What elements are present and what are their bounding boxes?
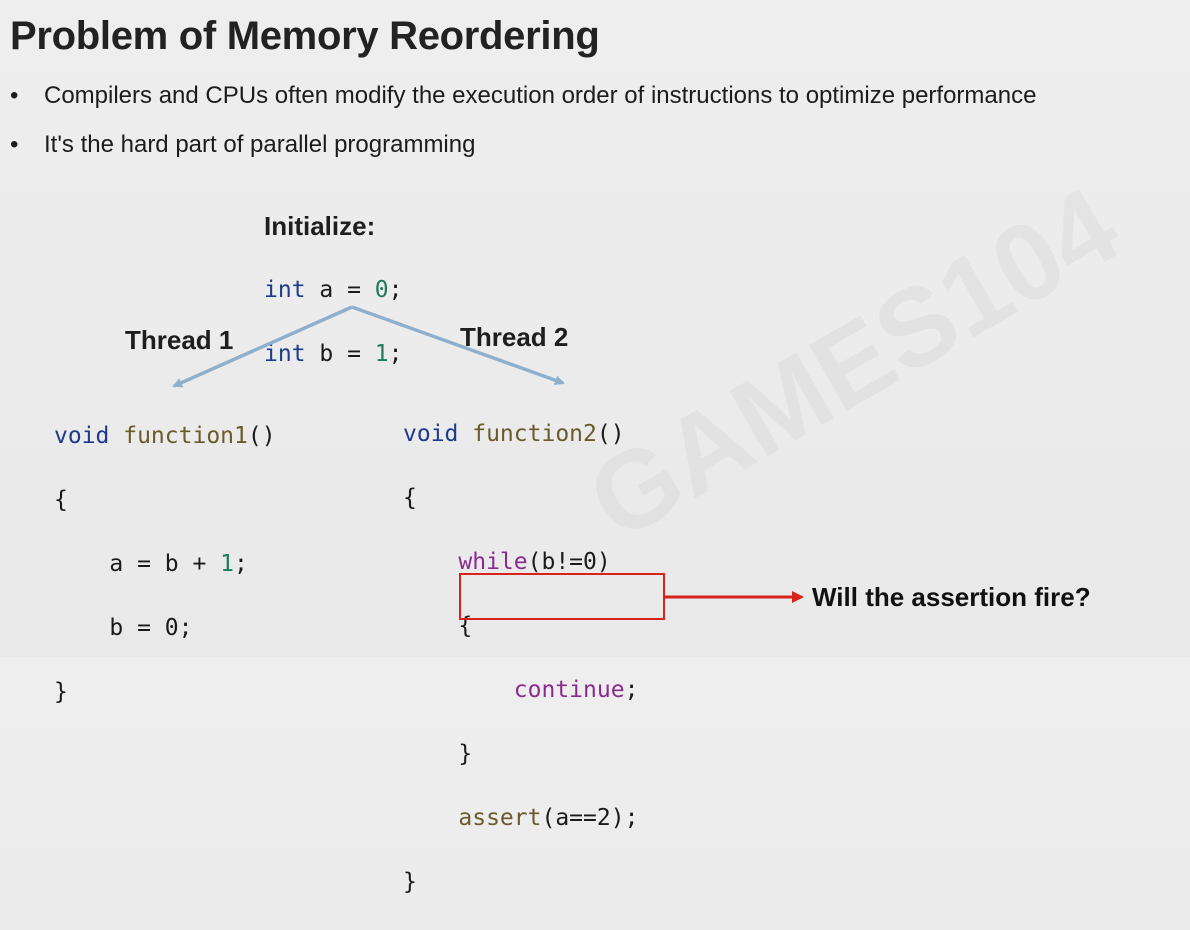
inner-close-brace: } [403,741,473,767]
code-text: () [247,423,276,449]
thread1-label: Thread 1 [125,325,234,355]
code-text: b = [305,341,375,367]
assert-highlight-box [459,573,665,620]
function1-signature: void function1() [54,420,276,452]
while-line: while(b!=0) [403,546,638,578]
code-text: a = [305,277,375,303]
bullet-marker: • [10,131,19,158]
indent [403,549,458,575]
code-text: ; [624,677,639,703]
code-text: ; [234,551,248,577]
thread2-branch-arrow [351,305,565,385]
assign-b-line: b = 0; [54,615,193,641]
int-keyword: int [264,277,306,303]
close-brace: } [54,679,68,705]
assert-line: assert(a==2); [403,802,638,834]
function2-signature: void function2() [403,418,638,450]
close-brace: } [403,869,417,895]
int-keyword: int [264,341,306,367]
number-literal: 1 [220,551,235,577]
code-text: ; [388,277,403,303]
thread2-code: void function2() { while(b!=0) { continu… [403,386,638,930]
open-brace: { [403,485,417,511]
bullet-text: Compilers and CPUs often modify the exec… [44,82,1037,109]
indent [403,805,458,831]
bullet-item: • It's the hard part of parallel program… [10,129,1036,178]
bullet-marker: • [10,82,19,109]
open-brace: { [54,487,68,513]
bullet-text: It's the hard part of parallel programmi… [44,131,476,158]
number-literal: 0 [374,277,389,303]
continue-line: continue; [403,674,639,706]
thread2-label: Thread 2 [460,322,569,352]
function-name: function1 [109,423,248,449]
thread1-branch-arrow [172,305,353,388]
init-code: int a = 0; int b = 1; [264,242,403,402]
void-keyword: void [54,423,110,449]
code-text: () [596,421,625,447]
code-text: a = b + [54,551,221,577]
function-name: function2 [458,421,597,447]
bullet-list: • Compilers and CPUs often modify the ex… [10,80,1036,178]
assertion-question: Will the assertion fire? [812,582,1091,612]
initialize-heading: Initialize: [264,211,376,241]
init-line-b: int b = 1; [264,338,403,370]
thread1-code: void function1() { a = b + 1; b = 0; } [54,388,276,740]
number-literal: 1 [374,341,389,367]
indent [403,677,514,703]
bullet-item: • Compilers and CPUs often modify the ex… [10,80,1036,129]
code-text: (a==2); [541,805,639,831]
code-text: ; [388,341,403,367]
assign-a-line: a = b + 1; [54,548,276,580]
init-line-a: int a = 0; [264,274,403,306]
continue-keyword: continue [513,677,625,703]
diagram-arrows [172,305,804,603]
void-keyword: void [403,421,459,447]
slide-title: Problem of Memory Reordering [10,14,600,58]
while-keyword: while [458,549,528,575]
code-text: (b!=0) [527,549,611,575]
assert-function: assert [458,805,542,831]
